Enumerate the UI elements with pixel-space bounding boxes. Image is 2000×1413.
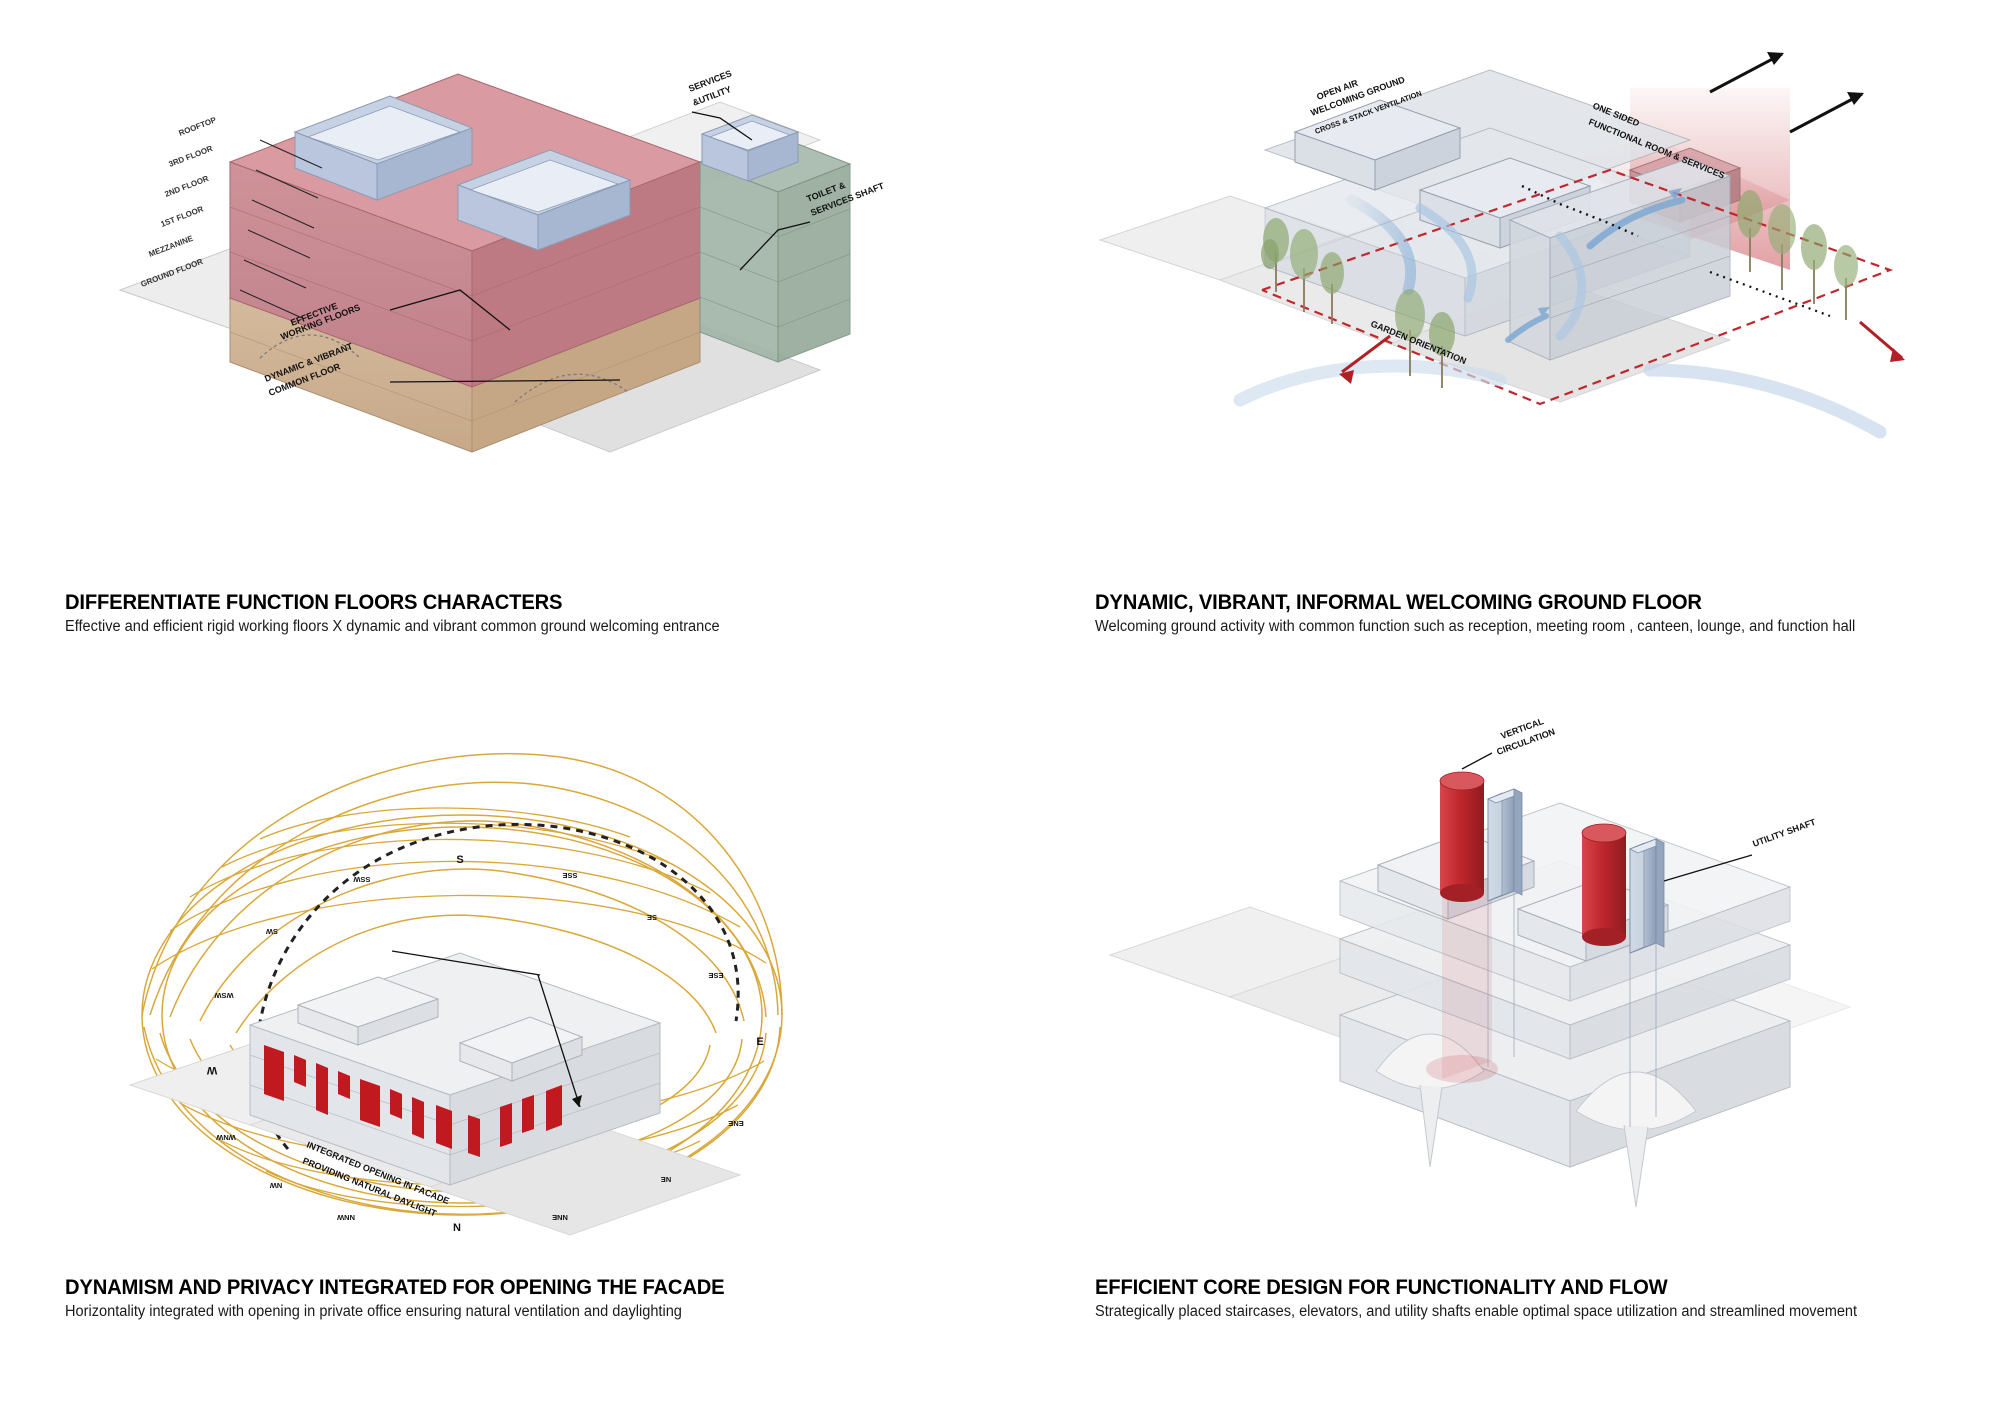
utility-shaft-left <box>1487 788 1523 902</box>
facade-opening-bars <box>264 1045 562 1157</box>
floor-label-rooftop: ROOFTOP <box>177 115 218 138</box>
panel-1-title: DIFFERENTIATE FUNCTION FLOORS CHARACTERS <box>65 590 563 614</box>
caption-panel-3: DYNAMISM AND PRIVACY INTEGRATED FOR OPEN… <box>65 1275 767 1321</box>
compass-nw: NW <box>269 1181 282 1190</box>
floor-label-3rd: 3RD FLOOR <box>167 144 214 169</box>
compass-ssw: SSW <box>353 875 371 884</box>
panel-differentiate-function-floors: ROOFTOP 3RD FLOOR 2ND FLOOR 1ST FLOOR ME… <box>60 40 940 635</box>
compass-sse: SSE <box>562 871 577 880</box>
panel-3-title: DYNAMISM AND PRIVACY INTEGRATED FOR OPEN… <box>65 1275 725 1299</box>
compass-e: E <box>756 1036 763 1048</box>
shaft-drop-lines <box>1487 891 1657 1127</box>
panel-2-subtitle: Welcoming ground activity with common fu… <box>1095 618 1856 635</box>
diagram-sun-path-facade: INTEGRATED OPENING IN FACADE PROVIDING N… <box>128 753 783 1236</box>
heat-escape-arrows <box>1709 52 1864 134</box>
caption-panel-1: DIFFERENTIATE FUNCTION FLOORS CHARACTERS… <box>65 590 761 636</box>
panel-2-title: DYNAMIC, VIBRANT, INFORMAL WELCOMING GRO… <box>1095 590 1702 614</box>
vertical-circulation-cylinder-left <box>1439 771 1485 902</box>
compass-nnw: NNW <box>336 1213 355 1222</box>
diagram-welcoming-ground-airflow: OPEN AIR WELCOMING GROUND CROSS & STACK … <box>1098 52 1905 439</box>
garden-orientation-arrows <box>1339 320 1905 384</box>
caption-panel-4: EFFICIENT CORE DESIGN FOR FUNCTIONALITY … <box>1095 1275 1906 1321</box>
caption-panel-2: DYNAMIC, VIBRANT, INFORMAL WELCOMING GRO… <box>1095 590 1904 636</box>
callout-utility-shaft-label: UTILITY SHAFT <box>1751 817 1817 849</box>
building-facade-block <box>1508 157 1732 361</box>
core-floor-ellipse <box>1426 1055 1498 1083</box>
solar-analemma-path <box>255 822 740 1150</box>
rooftop-equipment-box-large <box>293 95 474 201</box>
compass-ne: NE <box>661 1175 671 1184</box>
airflow-streams <box>1233 188 1887 439</box>
panel-3-subtitle: Horizontality integrated with opening in… <box>65 1303 682 1320</box>
stack-ventilation-path <box>1521 184 1639 238</box>
floor-label-mezzanine: MEZZANINE <box>147 234 194 259</box>
panel-1-subtitle: Effective and efficient rigid working fl… <box>65 618 720 635</box>
panel-4-title: EFFICIENT CORE DESIGN FOR FUNCTIONALITY … <box>1095 1275 1668 1299</box>
panel-facade-opening: INTEGRATED OPENING IN FACADE PROVIDING N… <box>60 715 940 1320</box>
compass-sw: SW <box>265 927 278 936</box>
compass-wsw: WSW <box>214 991 234 1000</box>
compass-ene: ENE <box>728 1119 743 1128</box>
panel-welcoming-ground-floor: OPEN AIR WELCOMING GROUND CROSS & STACK … <box>1090 40 1970 635</box>
diagram-core-circulation: VERTICAL CIRCULATION UTILITY SHAFT <box>1108 716 1852 1208</box>
stack-ventilation-path-2 <box>1709 270 1831 318</box>
panel-4-subtitle: Strategically placed staircases, elevato… <box>1095 1303 1858 1320</box>
compass-labels: N NNW NW WNW W WSW SW SSW S SSE SE ESE E… <box>206 854 763 1234</box>
callout-vertical-circulation: VERTICAL CIRCULATION <box>1461 716 1556 770</box>
vertical-circulation-cylinder-right <box>1581 823 1627 946</box>
compass-n: N <box>453 1222 461 1234</box>
daylight-leader <box>391 950 582 1108</box>
diagram-differentiate-massing: ROOFTOP 3RD FLOOR 2ND FLOOR 1ST FLOOR ME… <box>118 68 886 453</box>
compass-wnw: WNW <box>215 1133 235 1142</box>
rooftop-equipment-box-small <box>700 114 800 182</box>
floor-level-leaders <box>239 139 323 319</box>
rooftop-volume-a <box>1293 99 1462 191</box>
floor-label-1st: 1ST FLOOR <box>159 204 204 229</box>
floor-label-2nd: 2ND FLOOR <box>163 174 210 199</box>
compass-s: S <box>456 854 463 866</box>
compass-nne: NNE <box>552 1213 568 1222</box>
panel-core-design: VERTICAL CIRCULATION UTILITY SHAFT EFFIC… <box>1090 715 1970 1320</box>
compass-se: SE <box>647 913 657 922</box>
compass-ese: ESE <box>708 971 723 980</box>
utility-shaft-right <box>1629 838 1665 954</box>
rooftop-equipment-box-medium <box>456 149 632 251</box>
tree-cluster-left <box>1261 218 1455 388</box>
tree-cluster-right <box>1737 190 1858 320</box>
compass-w: W <box>206 1064 217 1076</box>
core-volume-highlight <box>1442 877 1492 1079</box>
